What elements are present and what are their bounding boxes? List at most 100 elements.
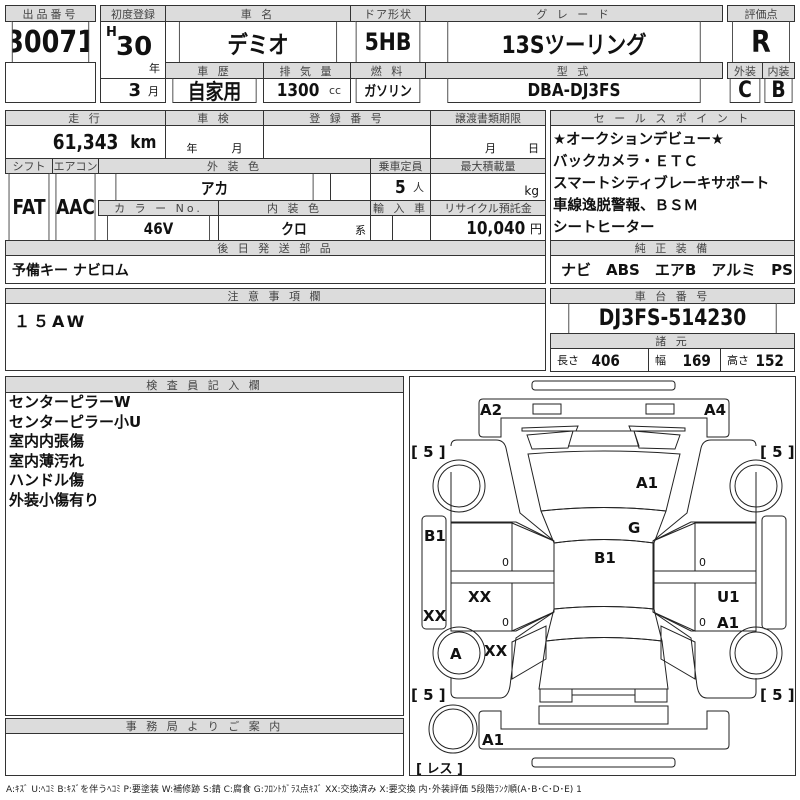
color-no: 46V [107, 215, 210, 241]
right-pillar [652, 570, 757, 584]
max-load-label: 最大積載量 [430, 158, 546, 174]
mark-rear-bumper: A1 [482, 731, 504, 749]
chassis-number: DJ3FS-514230 [568, 303, 777, 334]
spec-height: 高さ 152 [720, 348, 795, 372]
mark-right-door-1: 0 [699, 556, 706, 569]
history-label: 車 歴 [165, 62, 264, 79]
specs-label: 諸 元 [550, 333, 795, 349]
ext-color-label: 外 装 色 [98, 158, 371, 174]
tread-labels: [ 5 ] [ 5 ] [ 5 ] [ 5 ] [ レス ] [411, 443, 795, 777]
wheels [428, 459, 783, 754]
mileage-unit: km [130, 131, 157, 153]
ext-color-extra [330, 173, 371, 201]
office-label: 事 務 局 よ り ご 案 内 [5, 718, 404, 734]
inspector-line: センターピラーW [9, 393, 131, 411]
wheel-rear-right [729, 626, 783, 680]
import-label: 輸 入 車 [370, 200, 431, 216]
sales-point: ★オークションデビュー★ [553, 132, 724, 148]
grade-label: グ レ ー ド [425, 5, 723, 22]
capacity-label: 乗車定員 [370, 158, 431, 174]
ext-score: C [729, 78, 761, 103]
windshield [540, 507, 667, 544]
inspector-label: 検 査 員 記 入 欄 [5, 376, 404, 393]
mark-windshield: G [628, 519, 640, 537]
recycle-label: リサイクル預託金 [430, 200, 546, 216]
wheel-rear-left [432, 626, 486, 680]
length-label: 長さ [557, 354, 579, 367]
capacity-unit: 人 [413, 181, 424, 194]
tread-rear-left: [ 5 ] [411, 686, 446, 704]
model-code: DBA-DJ3FS [447, 78, 701, 103]
equipment-label: 純 正 装 備 [550, 240, 795, 256]
front-bumper-bar [531, 380, 676, 391]
displacement-unit: cc [329, 84, 342, 97]
int-score-label: 内装 [762, 62, 795, 79]
import-cell-2 [392, 215, 431, 241]
max-load: kg [430, 173, 546, 201]
rear-panel [538, 705, 669, 725]
displacement-label: 排 気 量 [263, 62, 351, 79]
right-rocker [761, 515, 787, 630]
height-label: 高さ [727, 354, 749, 367]
capacity-value: 5 [395, 176, 407, 198]
sales-points: ★オークションデビュー★ バックカメラ・ＥＴＣ スマートシティブレーキサポート … [550, 125, 795, 241]
right-quarter-glass [660, 625, 696, 680]
inspection-year-unit: 年 [186, 142, 198, 155]
grille [521, 425, 686, 450]
year: 30 [116, 32, 153, 62]
length-value: 406 [591, 350, 620, 370]
sales-point: シートヒーター [553, 220, 655, 236]
left-rocker [421, 515, 447, 630]
ext-color: アカ [115, 173, 314, 201]
height-value: 152 [755, 350, 784, 370]
import-cell-1 [370, 215, 393, 241]
ext-score-label: 外装 [727, 62, 763, 79]
inspector-line: センターピラー小U [9, 412, 142, 431]
notes-text: １５AW [14, 312, 88, 331]
sales-point: 車線逸脱警報、ＢＳＭ [553, 198, 698, 214]
left-rear-window [511, 582, 555, 632]
left-front-fender [450, 439, 555, 542]
mileage-label: 走 行 [5, 110, 166, 126]
taillight-right [634, 688, 668, 703]
front-bumper [478, 398, 730, 438]
headlight-right [645, 403, 675, 415]
later-parts: 予備キー ナビロム [5, 255, 546, 284]
notes: １５AW [5, 303, 546, 371]
lot-label: 出品番号 [5, 5, 96, 22]
office-notes [5, 733, 404, 776]
left-rear-fender [450, 611, 555, 699]
car-name: デミオ [178, 21, 338, 63]
right-front-fender [652, 439, 757, 542]
legend: A:ｷｽﾞ U:ﾍｺﾐ B:ｷｽﾞを伴うﾍｺﾐ P:要塗装 W:補修跡 S:錆 … [6, 785, 582, 795]
aircon: AAC [55, 173, 96, 241]
width-label: 幅 [655, 354, 666, 367]
equipment: ナビ ABS エアB アルミ PS PW [550, 255, 795, 284]
mark-roof: B1 [594, 549, 616, 567]
tread-rear-right: [ 5 ] [760, 686, 795, 704]
mark-front-right: A4 [704, 401, 726, 419]
shift-label: シフト [5, 158, 53, 174]
left-quarter-glass [511, 625, 547, 680]
model-code-label: 型 式 [425, 62, 723, 79]
int-color: クロ系 [218, 215, 371, 241]
later-parts-label: 後 日 発 送 部 品 [5, 240, 546, 256]
damage-diagram: [ 5 ] [ 5 ] [ 5 ] [ 5 ] [ レス ] A2 A4 A1 … [409, 376, 796, 777]
recycle-value: 10,040 [465, 217, 525, 239]
mark-left-door-1: 0 [502, 556, 509, 569]
first-reg-year: H 30 年 [100, 21, 166, 79]
int-score: B [764, 78, 793, 103]
reg-number [263, 125, 431, 159]
mark-left-rear-door: XX [468, 588, 492, 606]
lot-empty [5, 62, 96, 103]
door-type: 5HB [355, 21, 421, 63]
mark-left-rocker: B1 [424, 527, 446, 545]
chassis-label: 車 台 番 号 [550, 288, 795, 304]
spare-tire [428, 704, 478, 754]
mark-right-rear-door: U1 [717, 588, 740, 606]
sales-point: スマートシティブレーキサポート [553, 176, 770, 192]
car-name-label: 車 名 [165, 5, 351, 22]
